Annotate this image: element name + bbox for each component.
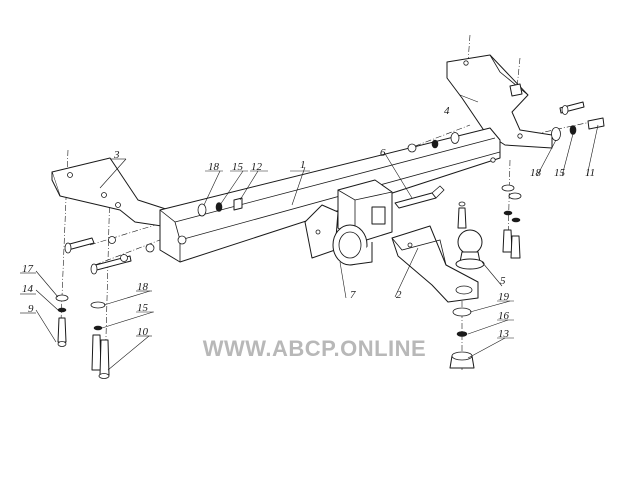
ball-mount-drawbar [391, 225, 479, 303]
callout-16: 16 [498, 310, 510, 322]
callout-18a: 18 [208, 161, 220, 173]
callout-14: 14 [22, 283, 34, 295]
middle-fasteners [197, 197, 243, 217]
callout-12: 12 [251, 161, 263, 173]
callout-15b: 15 [137, 302, 149, 314]
watermark-text: WWW.ABCP.ONLINE [202, 336, 427, 361]
callout-15c: 15 [554, 167, 566, 179]
right-fasteners [407, 83, 605, 369]
callout-15a: 15 [232, 161, 244, 173]
right-side-bracket [446, 54, 553, 149]
callout-labels: 1 2 3 4 5 6 7 9 10 11 12 13 14 15 15 15 … [22, 105, 595, 340]
callout-18c: 18 [530, 167, 542, 179]
tow-ball [455, 229, 485, 270]
callout-7: 7 [350, 289, 356, 301]
callout-1: 1 [300, 159, 306, 171]
callout-3: 3 [113, 149, 120, 161]
callout-5: 5 [500, 275, 506, 287]
callout-18b: 18 [137, 281, 149, 293]
callout-13: 13 [498, 328, 510, 340]
left-fasteners [55, 235, 187, 379]
callout-19: 19 [498, 291, 510, 303]
callout-10: 10 [137, 326, 149, 338]
callout-11: 11 [585, 167, 595, 179]
callout-9: 9 [28, 303, 34, 315]
callout-17: 17 [22, 263, 34, 275]
electrical-socket [304, 204, 373, 266]
callout-6: 6 [380, 147, 386, 159]
leader-lines [20, 94, 599, 371]
callout-4: 4 [444, 105, 450, 117]
hitch-pin [394, 185, 445, 209]
callout-2: 2 [396, 289, 402, 301]
left-side-bracket [51, 157, 176, 229]
receiver-box [337, 179, 393, 243]
